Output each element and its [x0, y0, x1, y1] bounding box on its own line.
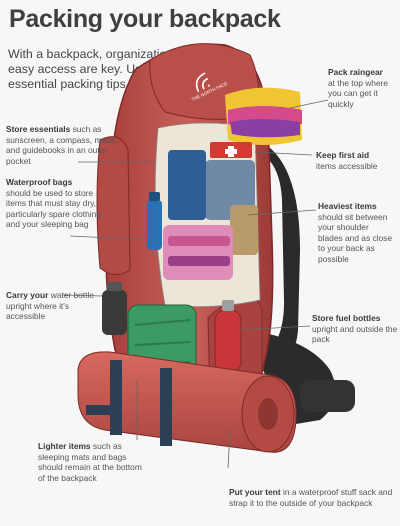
- page-title: Packing your backpack: [9, 5, 281, 33]
- tip-essentials: Store essentials such as sunscreen, a co…: [6, 124, 118, 166]
- tent-roll: [77, 351, 297, 453]
- tip-tent: Put your tent in a waterproof stuff sack…: [229, 487, 393, 508]
- water-bottle: [147, 200, 162, 250]
- callout-leader-lines: [61, 99, 329, 469]
- first-aid-kit: [210, 142, 252, 158]
- heavy-item: [168, 150, 206, 220]
- water-bottle: [149, 192, 160, 201]
- heavy-item: [230, 205, 258, 255]
- waterproof-bag: [168, 236, 230, 246]
- raingear-bundle: [225, 87, 302, 145]
- waterproof-bag: [163, 225, 233, 280]
- water-bottle: [102, 290, 127, 335]
- fuel-bottle: [214, 300, 242, 373]
- shoulder-strap: [250, 140, 355, 425]
- tip-lighter-items: Lighter items such as sleeping mats and …: [38, 441, 142, 483]
- water-bottle: [107, 282, 122, 291]
- side-pocket-left: [96, 136, 131, 275]
- tip-water-bottle: Carry your water bottle upright where it…: [6, 290, 94, 322]
- waterproof-bag: [168, 256, 230, 266]
